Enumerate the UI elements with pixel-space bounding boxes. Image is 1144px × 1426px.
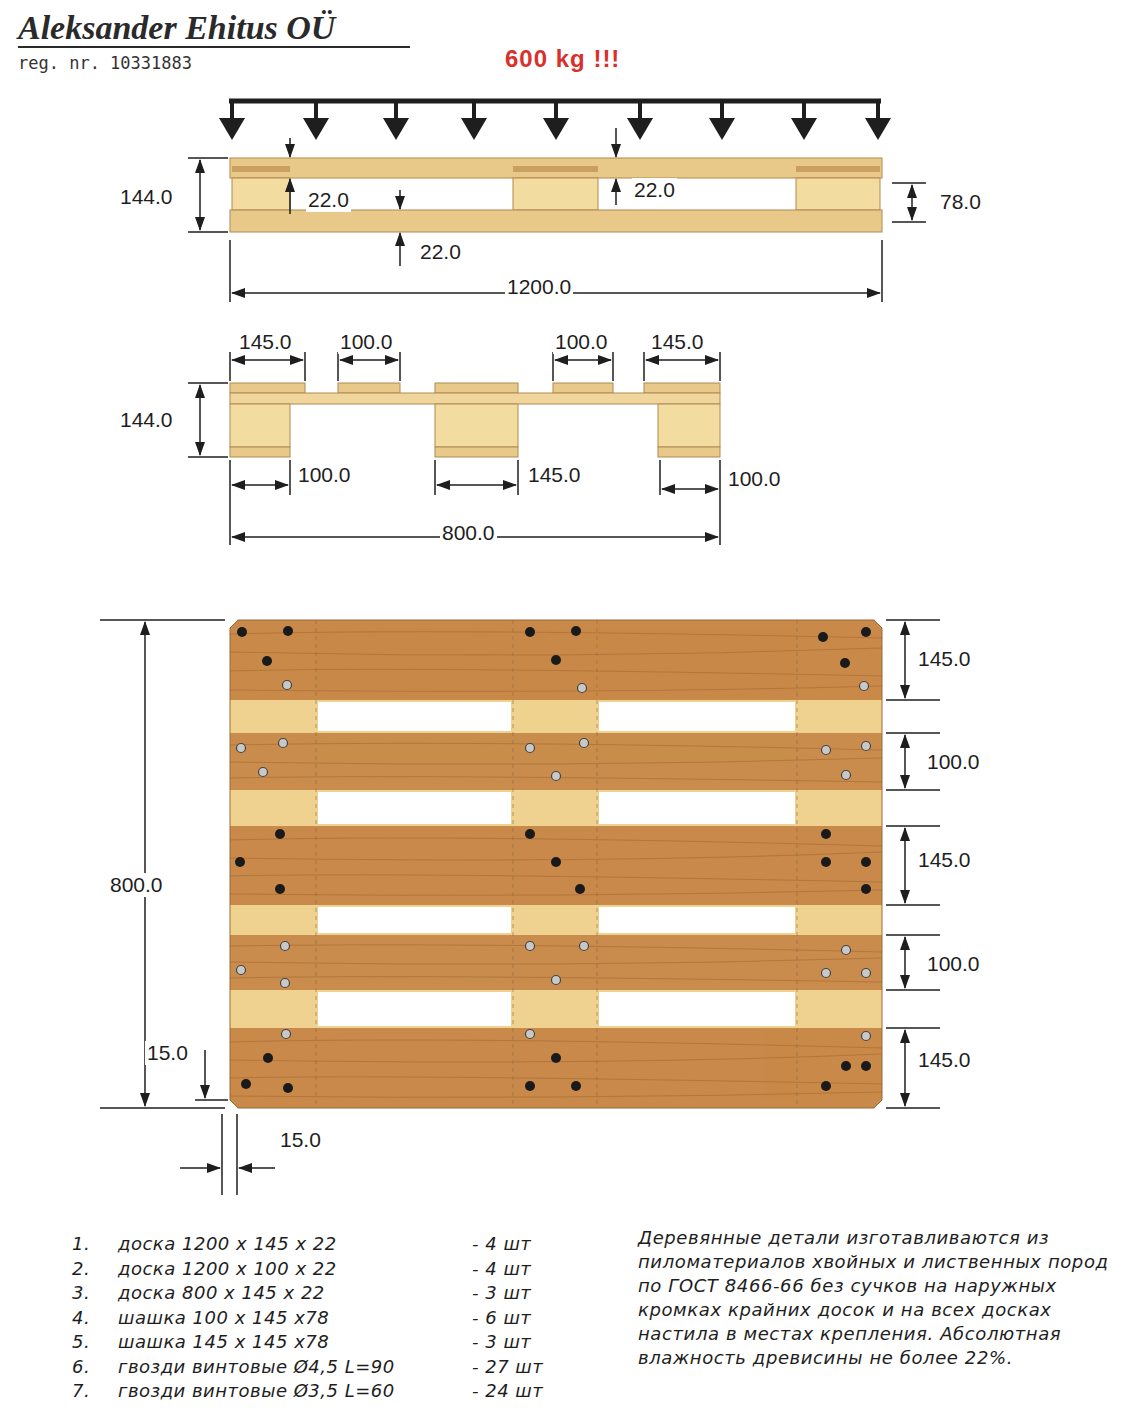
part-description: доска 1200 x 145 x 22 [118, 1234, 337, 1255]
part-description: доска 800 x 145 x 22 [118, 1283, 325, 1304]
part-quantity: - 6 шт [472, 1308, 531, 1329]
dimension: 800.0 [108, 873, 165, 897]
part-number: 4. [72, 1308, 90, 1329]
dimension: 100.0 [925, 952, 982, 976]
dimension: 145.0 [916, 647, 973, 671]
part-quantity: - 3 шт [472, 1283, 531, 1304]
dimension: 100.0 [338, 330, 395, 354]
dimension: 144.0 [118, 185, 175, 209]
side-view-long [230, 158, 882, 232]
nails [235, 626, 871, 1093]
part-number: 2. [72, 1259, 90, 1280]
title-underline [18, 46, 410, 48]
part-number: 7. [72, 1381, 90, 1402]
company-title: Aleksander Ehitus OÜ [18, 8, 335, 47]
dimension: 100.0 [296, 463, 353, 487]
dimension-lines [100, 620, 940, 1195]
dimension: 145.0 [237, 330, 294, 354]
dimension: 100.0 [553, 330, 610, 354]
part-description: гвозди винтовые Ø3,5 L=60 [118, 1381, 395, 1402]
dimension: 100.0 [726, 467, 783, 491]
dimension: 100.0 [925, 750, 982, 774]
part-quantity: - 3 шт [472, 1332, 531, 1353]
dimension: 145.0 [916, 1048, 973, 1072]
dimension: 15.0 [145, 1041, 190, 1065]
registration-number: reg. nr. 10331883 [18, 54, 192, 74]
load-note: 600 kg !!! [505, 45, 620, 73]
part-number: 6. [72, 1357, 90, 1378]
dimension-lines [188, 352, 720, 545]
part-quantity: - 4 шт [472, 1259, 531, 1280]
dimension-lines [188, 128, 926, 302]
dimension: 145.0 [649, 330, 706, 354]
top-view [230, 620, 882, 1108]
dimension: 78.0 [938, 190, 983, 214]
part-number: 1. [72, 1234, 90, 1255]
dimension: 22.0 [418, 240, 463, 264]
part-quantity: - 24 шт [472, 1381, 543, 1402]
part-quantity: - 4 шт [472, 1234, 531, 1255]
dimension: 145.0 [526, 463, 583, 487]
part-number: 3. [72, 1283, 90, 1304]
part-description: доска 1200 x 100 x 22 [118, 1259, 337, 1280]
dimension: 22.0 [306, 188, 351, 212]
load-arrows [219, 101, 891, 140]
dimension: 144.0 [118, 408, 175, 432]
side-view-short [230, 383, 720, 457]
part-description: шашка 100 x 145 x78 [118, 1308, 329, 1329]
dimension: 15.0 [278, 1128, 323, 1152]
dimension: 145.0 [916, 848, 973, 872]
dimension: 22.0 [632, 178, 677, 202]
part-number: 5. [72, 1332, 90, 1353]
material-note: Деревянные детали изготавливаются из пил… [638, 1226, 1118, 1370]
pallet-outline [230, 620, 882, 1108]
dimension: 800.0 [440, 521, 497, 545]
part-description: шашка 145 x 145 x78 [118, 1332, 329, 1353]
dimension: 1200.0 [505, 275, 573, 299]
part-description: гвозди винтовые Ø4,5 L=90 [118, 1357, 395, 1378]
part-quantity: - 27 шт [472, 1357, 543, 1378]
